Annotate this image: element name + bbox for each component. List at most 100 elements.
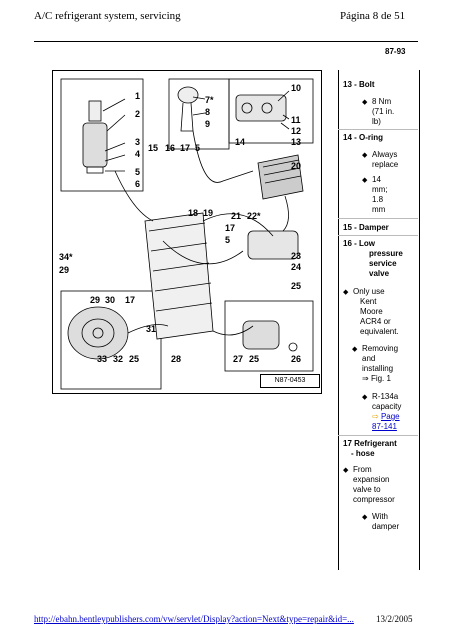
- callout-6: 6: [135, 179, 141, 189]
- callout-31: 31: [146, 324, 157, 334]
- entry-16-bullet-2a: Removing: [362, 344, 399, 353]
- separator: [338, 129, 418, 130]
- page-link-label: Page: [380, 412, 400, 421]
- header-title: A/C refrigerant system, servicing: [34, 10, 181, 22]
- callout-7: 7*: [205, 95, 214, 105]
- callout-34: 34*: [59, 252, 73, 262]
- callout-17a: 17: [180, 143, 191, 153]
- callout-3: 3: [135, 137, 141, 147]
- entry-17-bullet-1b: expansion: [353, 475, 390, 484]
- diamond-bullet-icon: ◆: [352, 345, 358, 353]
- entry-16-bullet-1e: equivalent.: [360, 327, 399, 336]
- callout-25c: 25: [249, 354, 260, 364]
- callout-16: 16: [165, 143, 176, 153]
- entry-14-bullet-2a: 14: [372, 175, 381, 184]
- entry-14-bullet-1b: replace: [372, 160, 399, 169]
- callout-4: 4: [135, 149, 141, 159]
- callout-26: 26: [291, 354, 302, 364]
- entry-16-title-d: valve: [369, 269, 390, 278]
- fig-1-link[interactable]: ⇒ Fig. 1: [362, 374, 391, 384]
- entry-16-bullet-2b: and: [362, 354, 376, 363]
- entry-16-title-c: service: [369, 259, 397, 268]
- entry-17-bullet-2b: damper: [372, 522, 400, 531]
- callout-5: 5: [135, 167, 141, 177]
- callout-17c: 17: [125, 295, 136, 305]
- entry-17-bullet-1a: From: [353, 465, 372, 474]
- diamond-bullet-icon: ◆: [362, 151, 368, 159]
- callout-18: 18: [188, 208, 199, 218]
- callout-28: 28: [171, 354, 182, 364]
- entry-16-bullet-1b: Kent: [360, 297, 377, 306]
- callout-25a: 25: [291, 281, 302, 291]
- callout-1: 1: [135, 91, 141, 101]
- callout-22: 22*: [247, 211, 261, 221]
- diamond-bullet-icon: ◆: [343, 466, 349, 474]
- entry-17-bullet-2a: With: [372, 512, 388, 521]
- arrow-right-icon: ⇨: [372, 412, 381, 421]
- header-page-number: Página 8 de 51: [340, 10, 406, 22]
- entry-14-bullet-2c: 1.8: [372, 195, 384, 204]
- callout-29a: 29: [59, 265, 70, 275]
- callout-14: 14: [235, 137, 246, 147]
- entry-13-torque: 8 Nm: [372, 97, 392, 106]
- entry-16-bullet-1c: Moore: [360, 307, 383, 316]
- exploded-view-drawing: [60, 78, 314, 390]
- fig-1-link-label: Fig. 1: [370, 374, 391, 383]
- parts-list-column: [338, 70, 420, 570]
- entry-13-torque-imp-b: lb): [372, 117, 381, 126]
- entry-14-bullet-2d: mm: [372, 205, 386, 214]
- footer-date: 13/2/2005: [376, 614, 413, 624]
- callout-17b: 17: [225, 223, 236, 233]
- entry-16-title-b: pressure: [369, 249, 403, 258]
- entry-16-bullet-1a: Only use: [353, 287, 385, 296]
- callout-8: 8: [205, 107, 211, 117]
- entry-17-title-b: - hose: [351, 449, 375, 458]
- callout-19: 19: [203, 208, 214, 218]
- callout-24: 24: [291, 262, 302, 272]
- separator: [338, 218, 418, 219]
- callout-32: 32: [113, 354, 124, 364]
- entry-16-bullet-1d: ACR4 or: [360, 317, 391, 326]
- page-link[interactable]: ⇨ Page: [372, 412, 400, 422]
- header-rule: [34, 41, 418, 42]
- callout-5b: 5: [195, 143, 201, 153]
- callout-30: 30: [105, 295, 116, 305]
- diamond-bullet-icon: ◆: [362, 513, 368, 521]
- callout-2: 2: [135, 109, 141, 119]
- entry-16-bullet-3b: capacity: [372, 402, 402, 411]
- callout-13: 13: [291, 137, 302, 147]
- callout-10: 10: [291, 83, 302, 93]
- figure-reference: N87-0453: [260, 374, 320, 388]
- callout-9: 9: [205, 119, 211, 129]
- entry-16-bullet-3a: R-134a: [372, 392, 399, 401]
- footer-url-link[interactable]: http://ebahn.bentleypublishers.com/vw/se…: [34, 614, 354, 624]
- separator: [338, 235, 418, 236]
- callout-29b: 29: [90, 295, 101, 305]
- callout-20: 20: [291, 161, 302, 171]
- callout-11: 11: [291, 115, 301, 125]
- callout-27: 27: [233, 354, 244, 364]
- diamond-bullet-icon: ◆: [362, 176, 368, 184]
- diamond-bullet-icon: ◆: [362, 393, 368, 401]
- double-line-icon: ⇒: [362, 374, 371, 383]
- diamond-bullet-icon: ◆: [362, 98, 368, 106]
- page-link-number[interactable]: 87-141: [372, 422, 397, 431]
- separator: [338, 435, 418, 436]
- diamond-bullet-icon: ◆: [343, 288, 349, 296]
- entry-14-title: 14 - O-ring: [343, 133, 384, 142]
- callout-15: 15: [148, 143, 159, 153]
- callout-12: 12: [291, 126, 302, 136]
- entry-13-torque-imp-a: (71 in.: [372, 107, 395, 116]
- callout-5c: 5: [225, 235, 231, 245]
- section-number: 87-93: [385, 47, 406, 56]
- callout-33: 33: [97, 354, 108, 364]
- entry-13-title: 13 - Bolt: [343, 80, 375, 89]
- entry-14-bullet-1a: Always: [372, 150, 398, 159]
- entry-17-title-a: 17 Refrigerant: [343, 439, 397, 448]
- entry-16-title-a: 16 - Low: [343, 239, 376, 248]
- entry-16-bullet-2c: installing: [362, 364, 394, 373]
- callout-23: 23: [291, 251, 302, 261]
- callout-25b: 25: [129, 354, 140, 364]
- exploded-view-figure: 1 2 3 4 5 6 7* 8 9 10 11 12 13 14 15 16 …: [52, 70, 322, 394]
- entry-15-title: 15 - Damper: [343, 223, 389, 232]
